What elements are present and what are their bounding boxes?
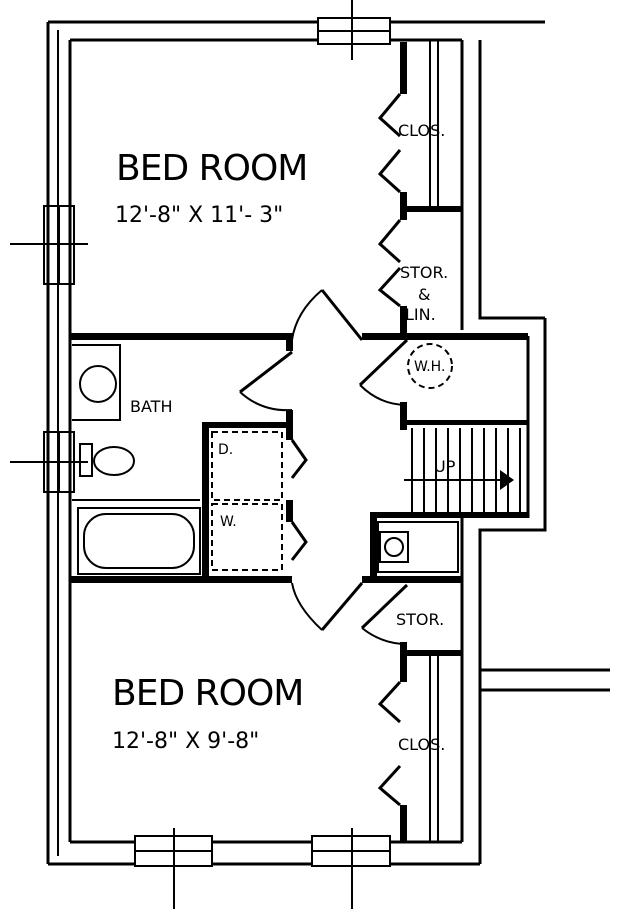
closet-top-label: CLOS. (398, 121, 445, 140)
washer-label: W. (220, 514, 237, 530)
bedroom-bottom-name: BED ROOM (112, 673, 303, 714)
bedroom-top-size: 12'-8" X 11'- 3" (115, 203, 283, 228)
exterior-walls (46, 20, 610, 866)
storage-linen-line1: STOR. (400, 263, 448, 282)
water-heater-label: W.H. (414, 359, 445, 375)
bedroom-top-name: BED ROOM (116, 148, 307, 189)
storage-linen-line2: & (418, 285, 430, 304)
stairs (404, 428, 521, 512)
dryer-label: D. (218, 442, 233, 458)
sink-box (377, 521, 459, 573)
doors (239, 93, 409, 807)
laundry (211, 431, 283, 571)
bath-fixtures (72, 344, 201, 575)
interior-walls (70, 40, 528, 842)
storage-linen-line3: LIN. (405, 305, 436, 324)
storage-small-label: STOR. (396, 610, 444, 629)
closet-bottom-label: CLOS. (398, 735, 445, 754)
stairs-up-label: UP (434, 457, 456, 476)
bedroom-bottom-size: 12'-8" X 9'-8" (112, 729, 259, 754)
windows (10, 0, 391, 909)
water-heater-symbol (407, 343, 453, 389)
bath-label: BATH (130, 397, 172, 416)
